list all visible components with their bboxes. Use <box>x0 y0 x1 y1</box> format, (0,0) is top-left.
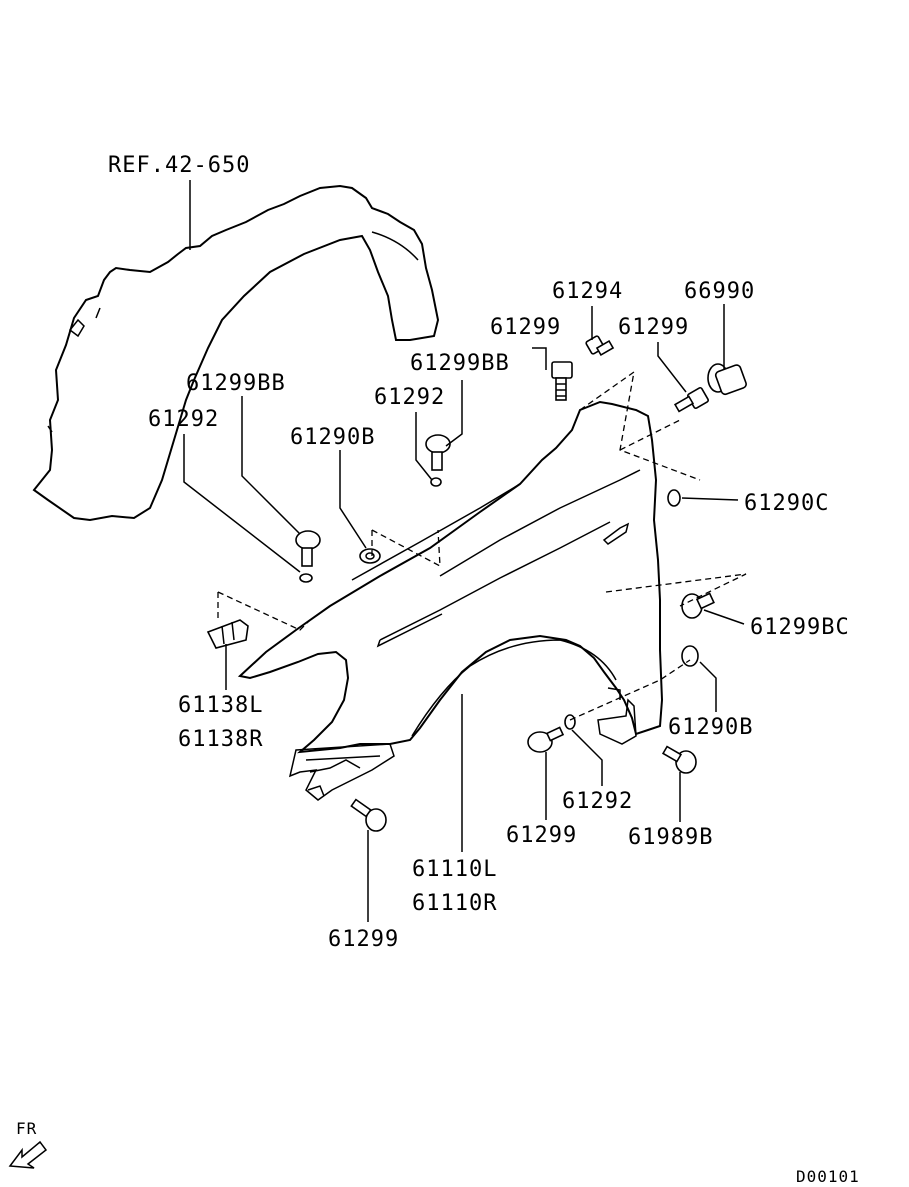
label-61299bc: 61299BC <box>750 615 850 640</box>
label-61110l: 61110L <box>412 857 497 882</box>
bolt-61299-bottom <box>527 726 565 753</box>
label-61299bb-mid: 61299BB <box>410 351 510 376</box>
label-61290b-right: 61290B <box>668 715 753 740</box>
insulator-61138 <box>206 619 249 649</box>
label-61138r: 61138R <box>178 727 263 752</box>
label-61292-mid: 61292 <box>374 385 445 410</box>
screw-61294 <box>585 335 615 357</box>
label-61292-bottom: 61292 <box>562 789 633 814</box>
label-61292-left: 61292 <box>148 407 219 432</box>
label-61290c: 61290C <box>744 491 829 516</box>
front-arrow-icon <box>8 1140 48 1169</box>
dashed-guides <box>217 370 747 721</box>
label-61299bb-left: 61299BB <box>186 371 286 396</box>
bolt-61299-lowest <box>350 798 387 832</box>
front-direction-label: FR <box>16 1119 37 1138</box>
bolt-61299bc <box>681 592 715 619</box>
label-ref-42-650: REF.42-650 <box>108 153 250 178</box>
leader-lines <box>183 180 745 922</box>
nut-61290c <box>667 489 681 507</box>
bolt-61299bb-left <box>295 530 321 583</box>
diagram-code: D00101 <box>796 1167 860 1186</box>
label-66990: 66990 <box>684 279 755 304</box>
bolt-61299bb-mid <box>425 434 451 487</box>
inner-fender-liner <box>32 184 440 522</box>
bolt-61299-top <box>551 361 573 401</box>
front-direction-indicator: FR <box>8 1119 48 1169</box>
clip-66990 <box>707 363 747 396</box>
bolt-61299-topright <box>673 387 709 413</box>
label-61294: 61294 <box>552 279 623 304</box>
label-61290b-left: 61290B <box>290 425 375 450</box>
label-61299-topright: 61299 <box>618 315 689 340</box>
washer-61292-bottom <box>564 714 576 730</box>
label-61989b: 61989B <box>628 825 713 850</box>
bolt-61989b <box>661 745 697 774</box>
nut-61290b-right <box>681 645 699 667</box>
label-61299-lowest: 61299 <box>328 927 399 952</box>
front-fender <box>237 400 664 801</box>
label-61299-top: 61299 <box>490 315 561 340</box>
label-61299-bottom: 61299 <box>506 823 577 848</box>
label-61138l: 61138L <box>178 693 263 718</box>
label-61110r: 61110R <box>412 891 497 916</box>
nut-61290b-left <box>359 548 381 564</box>
